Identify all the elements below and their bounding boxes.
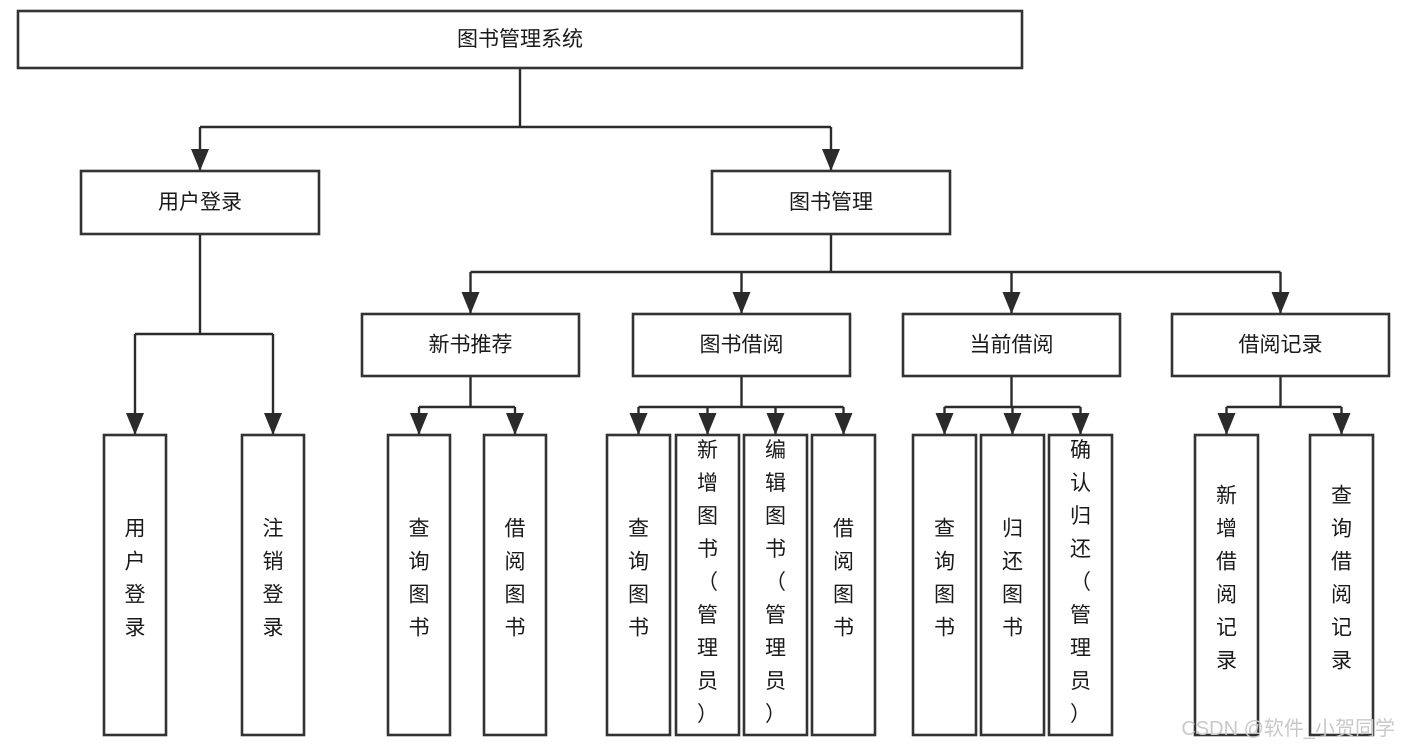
node-query-book-1[interactable]: 查询图书 — [386, 433, 452, 737]
connector-layer — [126, 68, 1351, 435]
node-label-user-login: 用户登录 — [158, 191, 242, 214]
node-label-new-book-recommend: 新书推荐 — [429, 334, 513, 357]
arrow-head-icon — [1217, 413, 1236, 435]
node-borrow-book-2[interactable]: 借阅图书 — [810, 433, 877, 737]
arrow-head-icon — [461, 292, 480, 314]
node-user-logout[interactable]: 注销登录 — [240, 433, 306, 737]
node-label-current-borrow: 当前借阅 — [970, 334, 1054, 357]
node-box-borrow-book-1 — [482, 433, 548, 737]
node-label-return-book: 归还图书 — [1002, 518, 1023, 640]
arrow-head-icon — [834, 413, 853, 435]
node-box-book-borrow — [631, 312, 852, 378]
arrow-head-icon — [698, 413, 717, 435]
node-box-query-book-1 — [386, 433, 452, 737]
node-root[interactable]: 图书管理系统 — [16, 9, 1024, 70]
node-label-add-borrow-record: 新增借阅记录 — [1216, 485, 1237, 673]
node-label-query-book-1: 查询图书 — [409, 518, 430, 640]
node-add-book-admin[interactable]: 新增图书（管理员） — [674, 433, 741, 737]
node-query-borrow-record[interactable]: 查询借阅记录 — [1308, 433, 1375, 737]
csdn-watermark: CSDN @软件_小贺同学 — [1181, 717, 1395, 740]
node-layer: 图书管理系统用户登录用户登录注销登录图书管理新书推荐查询图书借阅图书图书借阅查询… — [16, 9, 1391, 737]
node-label-user-logout: 注销登录 — [263, 518, 284, 640]
node-user-login-do[interactable]: 用户登录 — [102, 433, 168, 737]
node-label-query-book-3: 查询图书 — [934, 518, 955, 640]
node-label-root: 图书管理系统 — [457, 28, 583, 51]
node-label-book-manage: 图书管理 — [789, 191, 873, 214]
node-box-user-login-do — [102, 433, 168, 737]
node-box-current-borrow — [901, 312, 1122, 378]
node-current-borrow[interactable]: 当前借阅 — [901, 312, 1122, 378]
node-label-borrow-record: 借阅记录 — [1239, 334, 1323, 357]
node-box-book-manage — [710, 169, 952, 236]
arrow-head-icon — [410, 413, 428, 435]
node-box-root — [16, 9, 1024, 70]
node-label-confirm-return-admin: 确认归还（管理员） — [1070, 439, 1091, 726]
node-box-user-login — [79, 169, 321, 236]
node-box-edit-book-admin — [742, 433, 809, 737]
node-box-add-borrow-record — [1193, 433, 1260, 737]
node-box-query-book-3 — [911, 433, 978, 737]
node-box-borrow-record — [1170, 312, 1391, 378]
node-return-book[interactable]: 归还图书 — [979, 433, 1046, 737]
node-label-user-login-do: 用户登录 — [125, 518, 146, 640]
node-label-query-book-2: 查询图书 — [628, 518, 649, 640]
arrow-head-icon — [1003, 413, 1022, 435]
node-label-book-borrow: 图书借阅 — [700, 334, 784, 357]
node-confirm-return-admin[interactable]: 确认归还（管理员） — [1047, 433, 1114, 737]
arrow-head-icon — [1002, 292, 1021, 314]
node-borrow-book-1[interactable]: 借阅图书 — [482, 433, 548, 737]
node-add-borrow-record[interactable]: 新增借阅记录 — [1193, 433, 1260, 737]
arrow-head-icon — [935, 413, 954, 435]
arrow-head-icon — [732, 292, 751, 314]
node-label-edit-book-admin: 编辑图书（管理员） — [765, 439, 786, 726]
arrow-head-icon — [822, 149, 840, 171]
node-label-borrow-book-2: 借阅图书 — [833, 518, 854, 640]
node-query-book-3[interactable]: 查询图书 — [911, 433, 978, 737]
node-book-manage[interactable]: 图书管理 — [710, 169, 952, 236]
node-user-login[interactable]: 用户登录 — [79, 169, 321, 236]
node-query-book-2[interactable]: 查询图书 — [605, 433, 672, 737]
arrow-head-icon — [629, 413, 648, 435]
node-box-return-book — [979, 433, 1046, 737]
arrow-head-icon — [506, 413, 524, 435]
node-label-query-borrow-record: 查询借阅记录 — [1331, 485, 1352, 673]
arrow-head-icon — [766, 413, 785, 435]
arrow-head-icon — [1332, 413, 1351, 435]
node-book-borrow[interactable]: 图书借阅 — [631, 312, 852, 378]
arrow-head-icon — [191, 149, 209, 171]
node-borrow-record[interactable]: 借阅记录 — [1170, 312, 1391, 378]
arrow-head-icon — [1271, 292, 1290, 314]
node-box-user-logout — [240, 433, 306, 737]
node-label-borrow-book-1: 借阅图书 — [505, 518, 526, 640]
node-box-query-book-2 — [605, 433, 672, 737]
arrow-head-icon — [1071, 413, 1090, 435]
node-box-add-book-admin — [674, 433, 741, 737]
node-box-new-book-recommend — [360, 312, 581, 378]
node-label-add-book-admin: 新增图书（管理员） — [697, 439, 718, 726]
node-edit-book-admin[interactable]: 编辑图书（管理员） — [742, 433, 809, 737]
node-box-query-borrow-record — [1308, 433, 1375, 737]
node-box-confirm-return-admin — [1047, 433, 1114, 737]
node-new-book-recommend[interactable]: 新书推荐 — [360, 312, 581, 378]
arrow-head-icon — [126, 413, 144, 435]
node-box-borrow-book-2 — [810, 433, 877, 737]
arrow-head-icon — [264, 413, 282, 435]
